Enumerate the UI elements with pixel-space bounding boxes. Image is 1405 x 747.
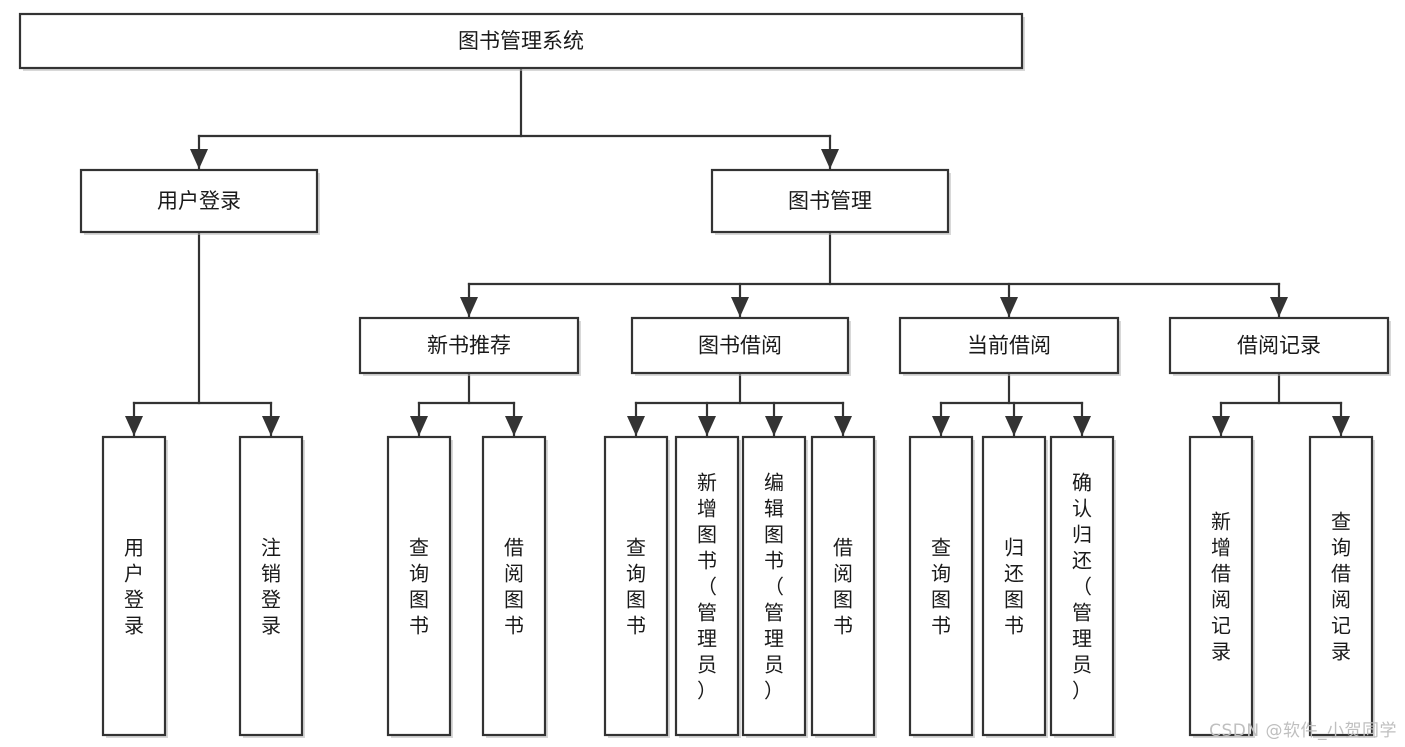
node-leaf-query-book-3[interactable]: 查询图书 xyxy=(908,435,975,738)
node-box[interactable] xyxy=(603,435,669,737)
node-user-login[interactable]: 用户登录 xyxy=(79,168,320,235)
arrow-head-icon xyxy=(1073,416,1091,436)
node-label: 图书管理 xyxy=(788,189,872,213)
arrow-head-icon xyxy=(731,297,749,317)
node-book-manage[interactable]: 图书管理 xyxy=(710,168,951,235)
node-box[interactable] xyxy=(741,435,807,737)
edge-group xyxy=(627,371,852,438)
node-leaf-logout[interactable]: 注销登录 xyxy=(238,435,305,738)
node-root[interactable]: 图书管理系统 xyxy=(18,12,1025,71)
watermark-label: CSDN @软件_小贺同学 xyxy=(1209,721,1397,741)
node-leaf-query-record[interactable]: 查询借阅记录 xyxy=(1308,435,1375,738)
node-box[interactable] xyxy=(981,435,1047,737)
node-leaf-confirm-return[interactable]: 确认归还（管理员） xyxy=(1049,435,1116,738)
arrow-head-icon xyxy=(821,149,839,169)
node-box[interactable] xyxy=(630,316,850,375)
arrow-head-icon xyxy=(1212,416,1230,436)
edge-group xyxy=(190,66,839,171)
arrow-head-icon xyxy=(834,416,852,436)
node-book-borrow[interactable]: 图书借阅 xyxy=(630,316,851,376)
node-box[interactable] xyxy=(238,435,304,737)
node-current-borrow[interactable]: 当前借阅 xyxy=(898,316,1121,376)
node-box[interactable] xyxy=(1188,435,1254,737)
node-label: 确认归还（管理员） xyxy=(1072,470,1092,702)
edge-group xyxy=(125,230,280,438)
arrow-head-icon xyxy=(932,416,950,436)
arrow-head-icon xyxy=(1000,297,1018,317)
node-box[interactable] xyxy=(386,435,452,737)
node-label: 归还图书 xyxy=(1004,535,1024,637)
node-label: 借阅图书 xyxy=(833,535,853,637)
node-box[interactable] xyxy=(1049,435,1115,737)
node-borrow-record[interactable]: 借阅记录 xyxy=(1168,316,1391,376)
node-box[interactable] xyxy=(810,435,876,737)
node-label: 注销登录 xyxy=(261,535,281,637)
node-box[interactable] xyxy=(710,168,950,234)
edge-group xyxy=(460,230,1288,319)
node-label: 查询图书 xyxy=(626,535,646,637)
node-box[interactable] xyxy=(18,12,1024,70)
node-label: 用户登录 xyxy=(124,535,144,637)
edge-group xyxy=(932,371,1091,438)
edge-group xyxy=(410,371,523,438)
arrow-head-icon xyxy=(1332,416,1350,436)
arrow-head-icon xyxy=(1270,297,1288,317)
node-leaf-borrow-book-1[interactable]: 借阅图书 xyxy=(481,435,548,738)
arrow-head-icon xyxy=(460,297,478,317)
node-label: 当前借阅 xyxy=(967,334,1051,358)
node-label: 查询图书 xyxy=(409,535,429,637)
edge-group xyxy=(1212,371,1350,438)
node-box[interactable] xyxy=(1168,316,1390,375)
node-label: 查询借阅记录 xyxy=(1331,509,1351,663)
node-label: 新增借阅记录 xyxy=(1211,509,1231,663)
node-box[interactable] xyxy=(908,435,974,737)
node-box[interactable] xyxy=(674,435,740,737)
node-label: 借阅记录 xyxy=(1237,334,1321,358)
node-label: 图书借阅 xyxy=(698,334,782,358)
node-leaf-add-book[interactable]: 新增图书（管理员） xyxy=(674,435,741,738)
node-label: 用户登录 xyxy=(157,189,241,213)
node-leaf-return-book[interactable]: 归还图书 xyxy=(981,435,1048,738)
arrow-head-icon xyxy=(262,416,280,436)
node-label: 新增图书（管理员） xyxy=(697,470,717,702)
node-leaf-query-book-2[interactable]: 查询图书 xyxy=(603,435,670,738)
node-leaf-borrow-book-2[interactable]: 借阅图书 xyxy=(810,435,877,738)
node-label: 查询图书 xyxy=(931,535,951,637)
arrow-head-icon xyxy=(190,149,208,169)
arrow-head-icon xyxy=(627,416,645,436)
node-box[interactable] xyxy=(481,435,547,737)
arrow-head-icon xyxy=(125,416,143,436)
node-leaf-add-record[interactable]: 新增借阅记录 xyxy=(1188,435,1255,738)
node-box[interactable] xyxy=(358,316,580,375)
node-box[interactable] xyxy=(898,316,1120,375)
node-leaf-user-login[interactable]: 用户登录 xyxy=(101,435,168,738)
node-leaf-edit-book[interactable]: 编辑图书（管理员） xyxy=(741,435,808,738)
node-label: 借阅图书 xyxy=(504,535,524,637)
node-new-book-recommend[interactable]: 新书推荐 xyxy=(358,316,581,376)
node-label: 图书管理系统 xyxy=(458,29,584,53)
arrow-head-icon xyxy=(765,416,783,436)
arrow-head-icon xyxy=(505,416,523,436)
arrow-head-icon xyxy=(1005,416,1023,436)
node-leaf-query-book-1[interactable]: 查询图书 xyxy=(386,435,453,738)
node-box[interactable] xyxy=(1308,435,1374,737)
node-label: 编辑图书（管理员） xyxy=(764,470,784,702)
node-label: 新书推荐 xyxy=(427,334,511,358)
arrow-head-icon xyxy=(410,416,428,436)
node-box[interactable] xyxy=(79,168,319,234)
node-box[interactable] xyxy=(101,435,167,737)
arrow-head-icon xyxy=(698,416,716,436)
